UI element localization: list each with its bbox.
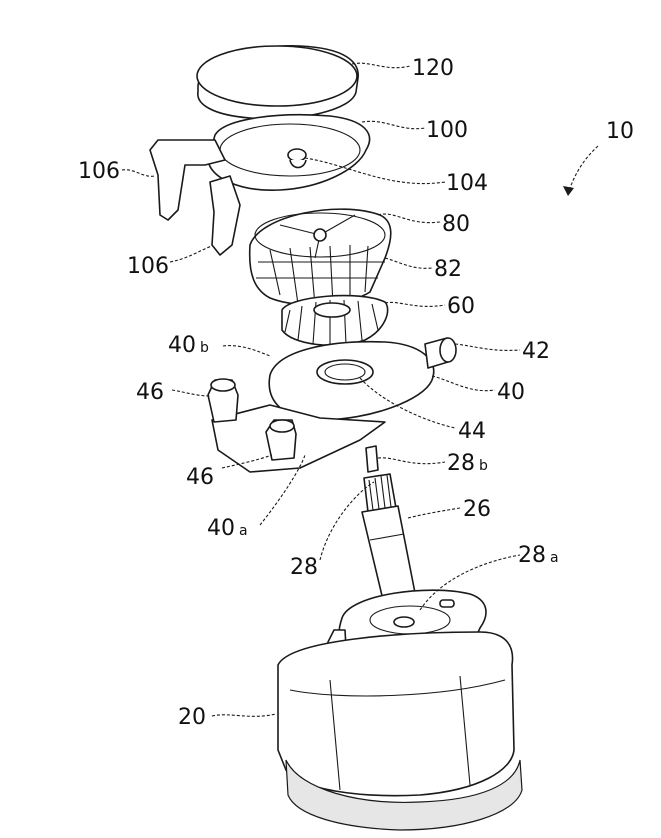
label-42: 42 [522, 339, 550, 364]
lid-part-120 [196, 45, 359, 120]
label-40: 40 [497, 380, 525, 405]
label-106-mid: 106 [127, 254, 169, 279]
leader-lines [121, 62, 599, 717]
fan-cage-part-80 [248, 208, 392, 307]
arrow-head-icon [563, 186, 574, 196]
pump-chamber-part-40 [207, 337, 457, 473]
cover-part-100 [149, 114, 371, 256]
label-106-top: 106 [78, 159, 120, 184]
impeller-part-60 [281, 294, 389, 346]
label-104: 104 [446, 171, 488, 196]
label-100: 100 [426, 118, 468, 143]
label-46-top: 46 [136, 380, 164, 405]
label-60: 60 [447, 294, 475, 319]
label-28b: 28 b [447, 451, 488, 476]
label-40a-main: 40 [207, 516, 235, 541]
label-80: 80 [442, 212, 470, 237]
label-40b-main: 40 [168, 333, 196, 358]
label-82: 82 [434, 257, 462, 282]
reference-numerals: 10 120 100 104 106 80 106 82 60 40 b 42 … [78, 56, 634, 730]
label-10: 10 [606, 119, 634, 144]
label-28a: 28 a [518, 543, 559, 568]
label-28a-sub: a [550, 550, 559, 566]
label-20: 20 [178, 705, 206, 730]
label-46-bot: 46 [186, 465, 214, 490]
label-40a: 40 a [207, 516, 248, 541]
label-44: 44 [458, 419, 486, 444]
motor-base-part-20 [277, 589, 523, 831]
label-120: 120 [412, 56, 454, 81]
label-28b-sub: b [479, 458, 488, 474]
label-40a-sub: a [239, 523, 248, 539]
label-28: 28 [290, 555, 318, 580]
label-40b: 40 b [168, 333, 209, 358]
label-28a-main: 28 [518, 543, 546, 568]
label-40b-sub: b [200, 340, 209, 356]
label-28b-main: 28 [447, 451, 475, 476]
label-26: 26 [463, 497, 491, 522]
